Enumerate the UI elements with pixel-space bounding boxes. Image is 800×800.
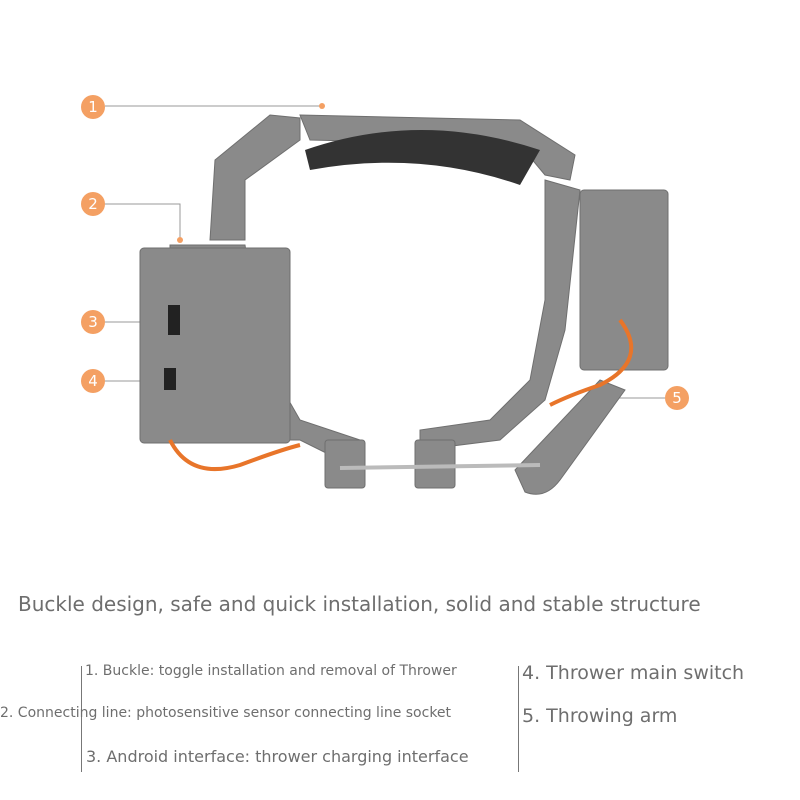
thrower-product-image <box>105 103 669 495</box>
feature-4: 4. Thrower main switch <box>522 662 745 684</box>
feature-5: 5. Throwing arm <box>522 705 678 727</box>
callout-1: 1 <box>81 95 105 119</box>
divider-left <box>81 666 82 772</box>
feature-1: 1. Buckle: toggle installation and remov… <box>85 663 457 679</box>
callout-2: 2 <box>81 192 105 216</box>
feature-3: 3. Android interface: thrower charging i… <box>86 747 469 766</box>
feature-2: 2. Connecting line: photosensitive senso… <box>0 705 452 721</box>
divider-right <box>518 666 519 772</box>
callout-4: 4 <box>81 369 105 393</box>
callout-3: 3 <box>81 310 105 334</box>
headline: Buckle design, safe and quick installati… <box>18 592 701 616</box>
callout-5: 5 <box>665 386 689 410</box>
